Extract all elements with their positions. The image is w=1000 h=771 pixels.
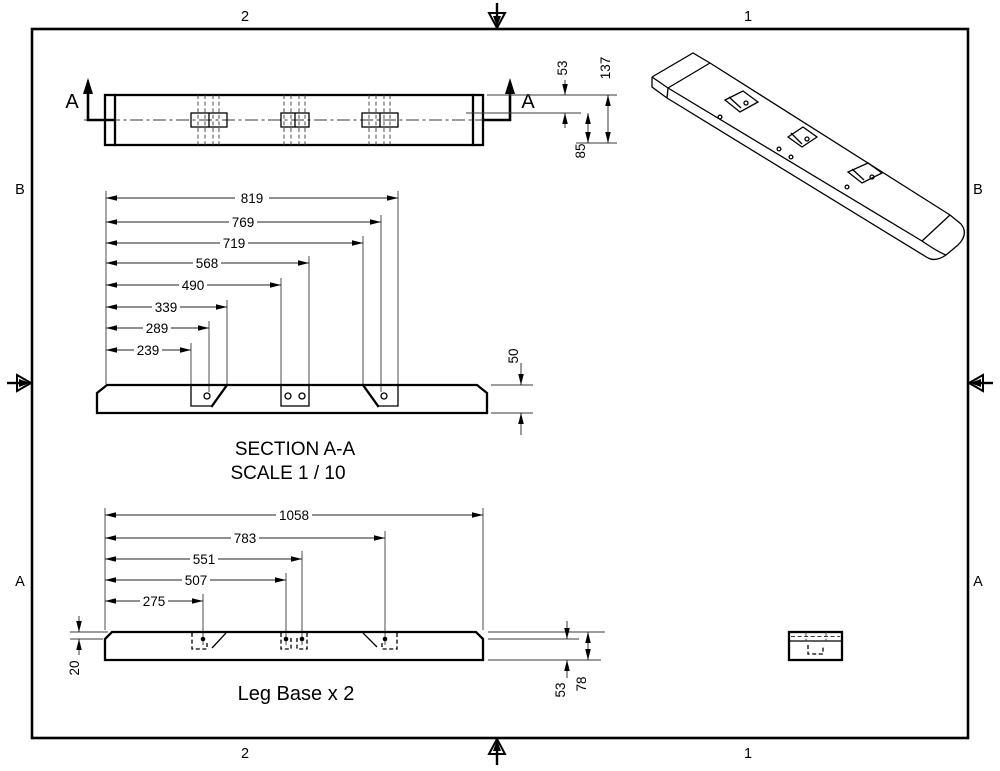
bottom-pocket-3 bbox=[362, 632, 398, 650]
center-marker-top-icon bbox=[487, 3, 507, 31]
dim-551: 551 bbox=[193, 552, 216, 567]
zone-label-right-upper: B bbox=[973, 182, 983, 198]
section-pocket-2 bbox=[280, 384, 310, 407]
dim-50: 50 bbox=[506, 348, 521, 363]
dim-339: 339 bbox=[155, 300, 178, 315]
section-arrow-label-right: A bbox=[521, 91, 535, 113]
dim-719: 719 bbox=[223, 236, 246, 251]
dim-1058: 1058 bbox=[279, 508, 309, 523]
dim-568: 568 bbox=[196, 256, 219, 271]
iso-side-holes bbox=[717, 114, 850, 190]
bottom-pocket-2 bbox=[280, 633, 308, 650]
zone-label-right-lower: A bbox=[973, 574, 983, 590]
zone-label-bottom-left: 2 bbox=[241, 746, 249, 762]
section-body bbox=[95, 383, 489, 415]
dim-53-side: 53 bbox=[555, 60, 570, 75]
iso-outline bbox=[651, 52, 965, 261]
dim-239: 239 bbox=[137, 343, 160, 358]
bottom-extension-lines bbox=[104, 508, 484, 645]
drawing-frame: 2 1 2 1 B A B A bbox=[7, 3, 993, 765]
dim-783: 783 bbox=[234, 531, 257, 546]
bottom-dimension-stack: 1058 783 551 507 275 bbox=[105, 508, 483, 609]
section-arrow-label-left: A bbox=[65, 91, 79, 113]
iso-pocket-2 bbox=[786, 126, 819, 148]
center-marker-bottom-icon bbox=[487, 736, 507, 765]
bottom-pocket-1 bbox=[191, 632, 227, 650]
zone-label-bottom-right: 1 bbox=[744, 746, 752, 762]
side-view-dimensions: 53 85 137 bbox=[466, 57, 617, 159]
dim-78: 78 bbox=[574, 676, 589, 691]
zone-label-top-right: 1 bbox=[744, 9, 752, 25]
iso-pocket-3 bbox=[846, 162, 884, 184]
center-marker-right-icon bbox=[966, 373, 993, 393]
dim-490: 490 bbox=[182, 278, 205, 293]
dim-137-side: 137 bbox=[598, 57, 613, 80]
bottom-width-dims: 53 78 bbox=[488, 621, 605, 698]
iso-pocket-1 bbox=[723, 90, 760, 113]
dim-20: 20 bbox=[67, 660, 82, 675]
center-marker-left-icon bbox=[7, 373, 34, 393]
dim-819: 819 bbox=[241, 191, 264, 206]
part-label: Leg Base x 2 bbox=[238, 683, 355, 705]
bottom-view: 1058 783 551 507 275 bbox=[67, 508, 605, 705]
section-pocket-1 bbox=[190, 383, 229, 408]
bottom-chamfer-dim: 20 bbox=[67, 616, 108, 676]
slot-1-hidden-lines bbox=[190, 95, 228, 145]
bottom-view-outline bbox=[103, 630, 485, 662]
dim-507: 507 bbox=[185, 573, 208, 588]
section-dimension-stack: 819 769 719 568 490 339 289 239 bbox=[106, 191, 398, 358]
dim-769: 769 bbox=[232, 215, 255, 230]
dim-289: 289 bbox=[146, 321, 169, 336]
end-view bbox=[787, 630, 844, 662]
section-thickness-dim: 50 bbox=[491, 348, 533, 435]
side-view: A A 53 85 137 bbox=[65, 57, 617, 159]
section-cut-arrow-right: A bbox=[483, 78, 535, 122]
isometric-view bbox=[651, 52, 965, 261]
slot-3-hidden-lines bbox=[361, 95, 399, 145]
dim-53-bottom: 53 bbox=[553, 682, 568, 697]
section-pocket-3 bbox=[361, 383, 399, 408]
section-view: 819 769 719 568 490 339 289 239 bbox=[95, 191, 533, 484]
section-cut-arrow-left: A bbox=[65, 78, 115, 122]
dim-85-side: 85 bbox=[573, 143, 588, 158]
slot-2-hidden-lines bbox=[280, 95, 310, 145]
dim-275: 275 bbox=[143, 594, 166, 609]
section-scale: SCALE 1 / 10 bbox=[230, 463, 345, 484]
section-title: SECTION A-A bbox=[235, 439, 356, 460]
zone-label-top-left: 2 bbox=[241, 9, 249, 25]
zone-label-left-lower: A bbox=[15, 574, 25, 590]
zone-label-left-upper: B bbox=[15, 182, 25, 198]
